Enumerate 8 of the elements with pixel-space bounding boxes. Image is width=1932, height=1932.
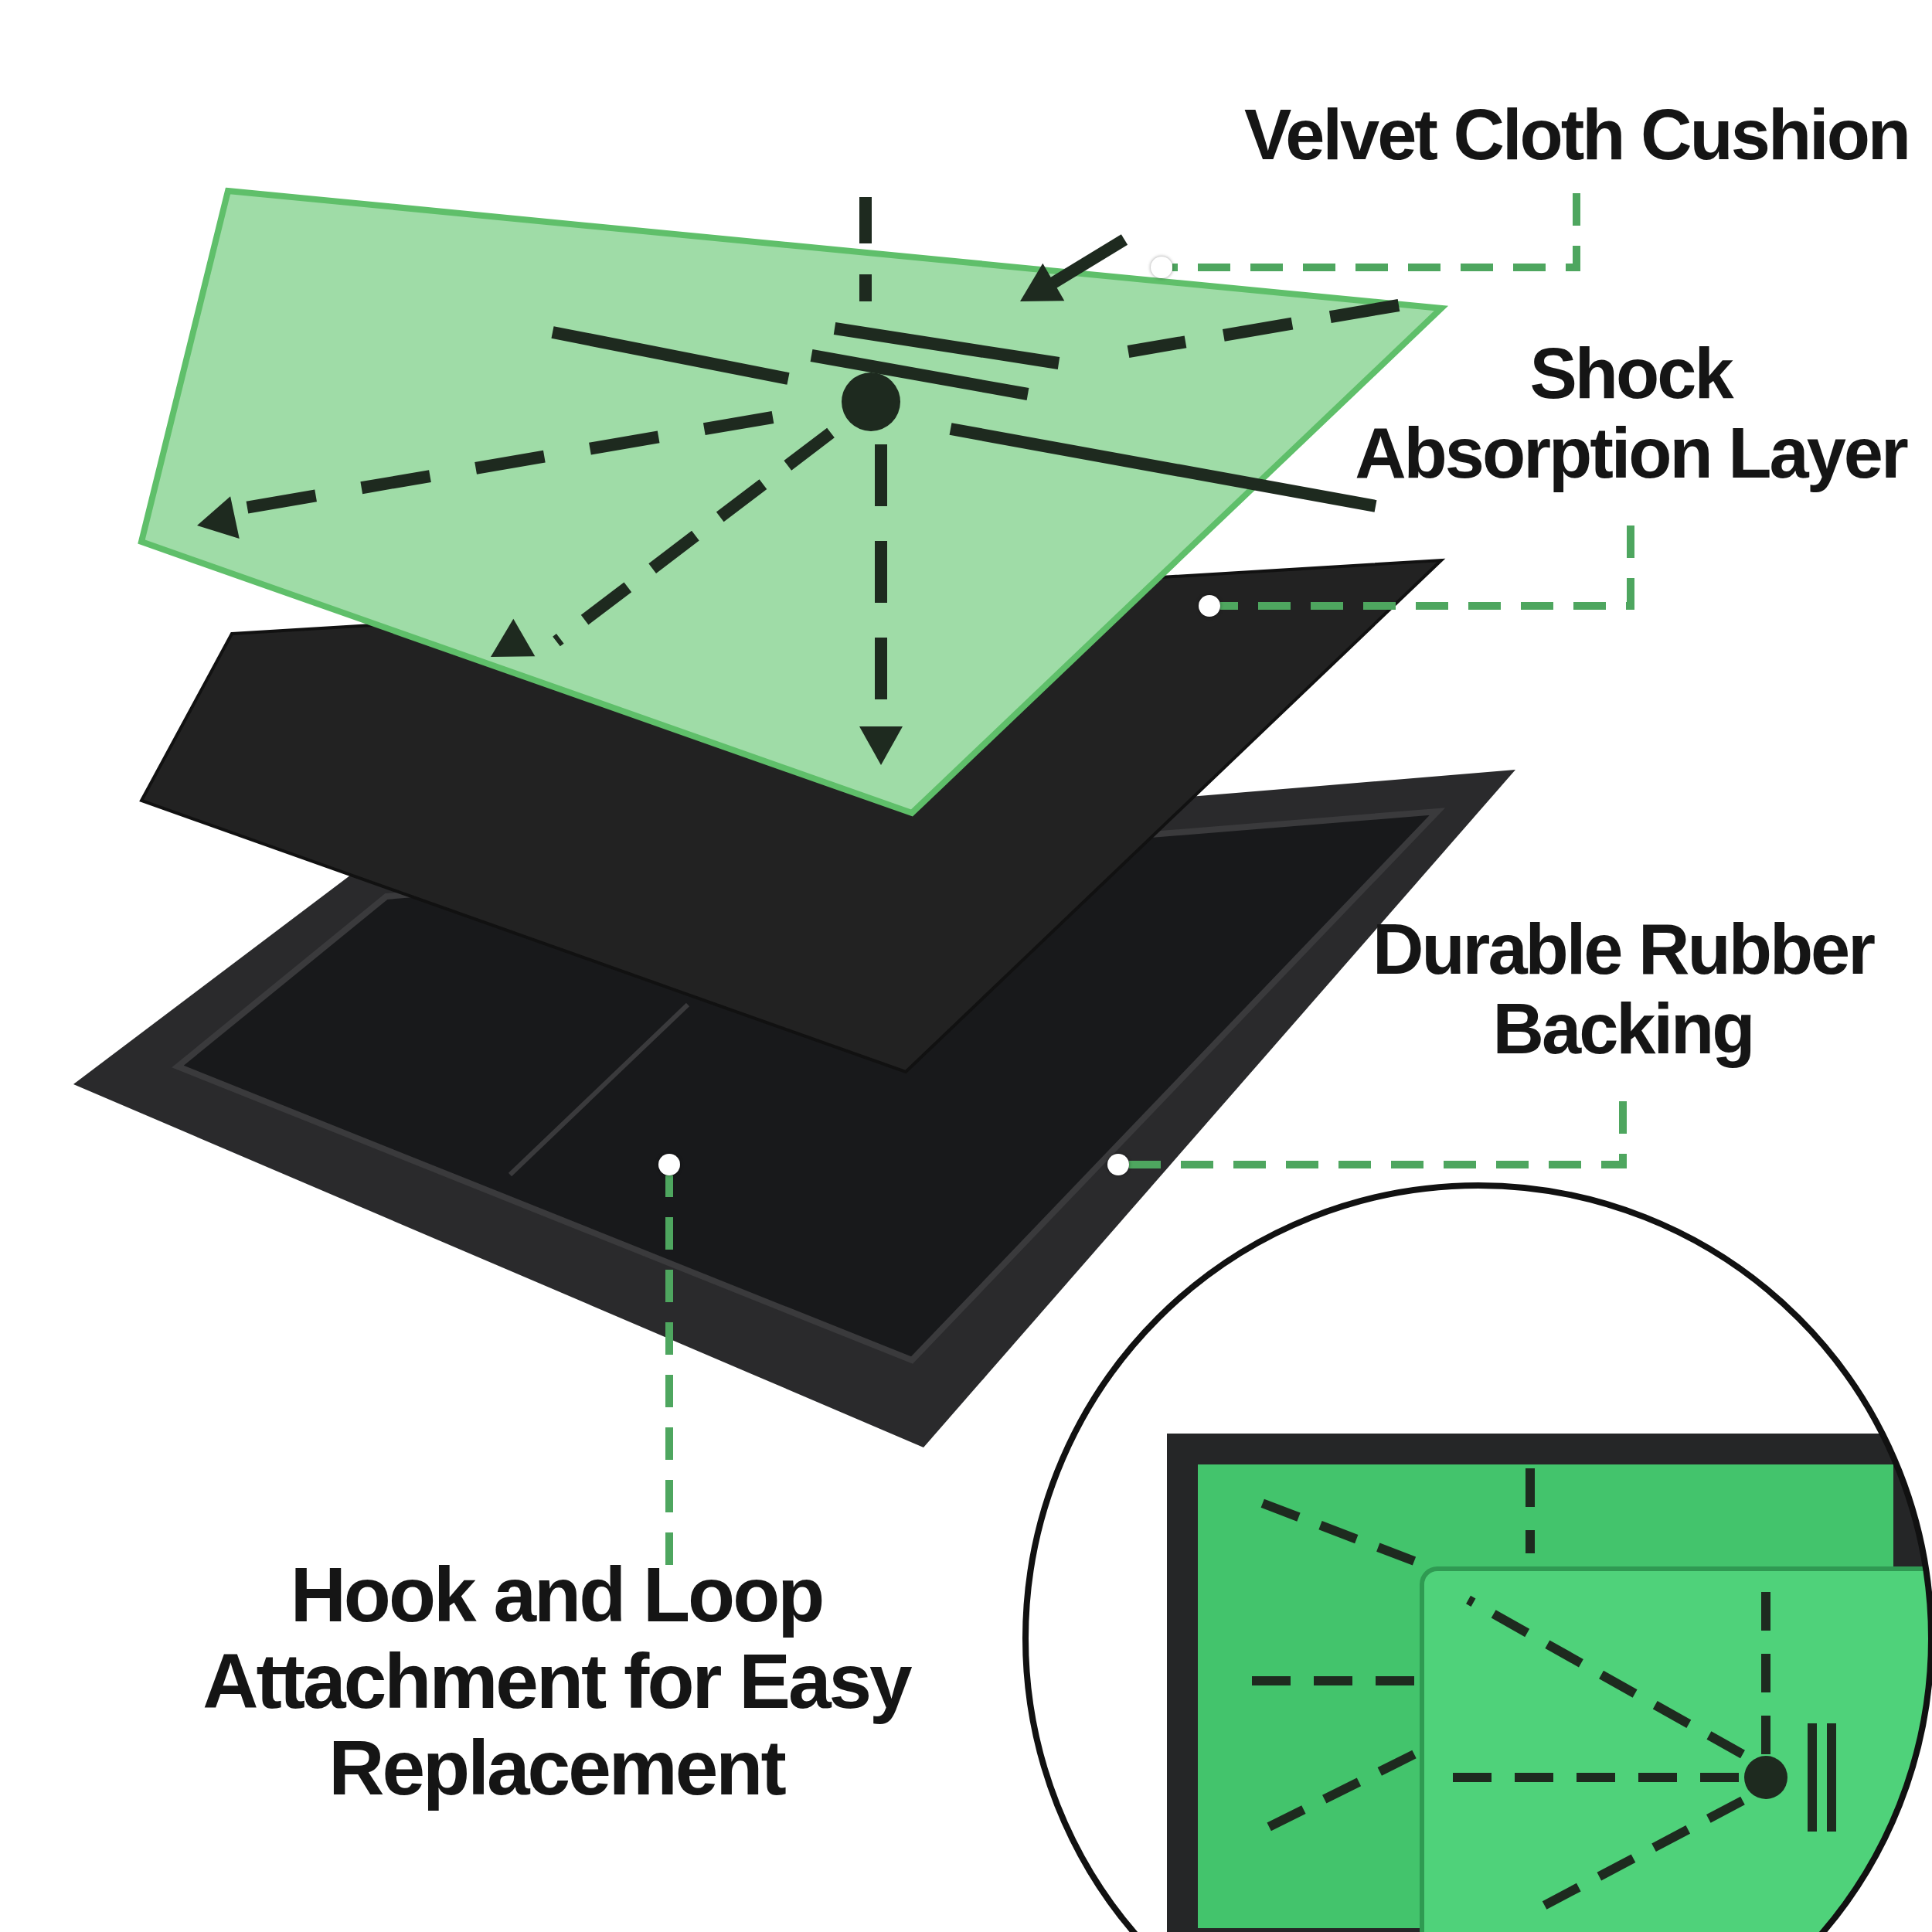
callout-title: Velvet Cloth Cushion	[1243, 95, 1910, 175]
leader-dot	[1151, 257, 1172, 278]
leader-line	[1172, 193, 1580, 271]
callout-title: Shock Absorption Layer	[1354, 333, 1908, 494]
callout-title: Durable Rubber Backing	[1371, 909, 1875, 1070]
callout-title: Hook and Loop Attachment for Easy Replacement	[202, 1551, 912, 1811]
leader-line	[1220, 526, 1634, 610]
leader-line	[665, 1175, 673, 1565]
